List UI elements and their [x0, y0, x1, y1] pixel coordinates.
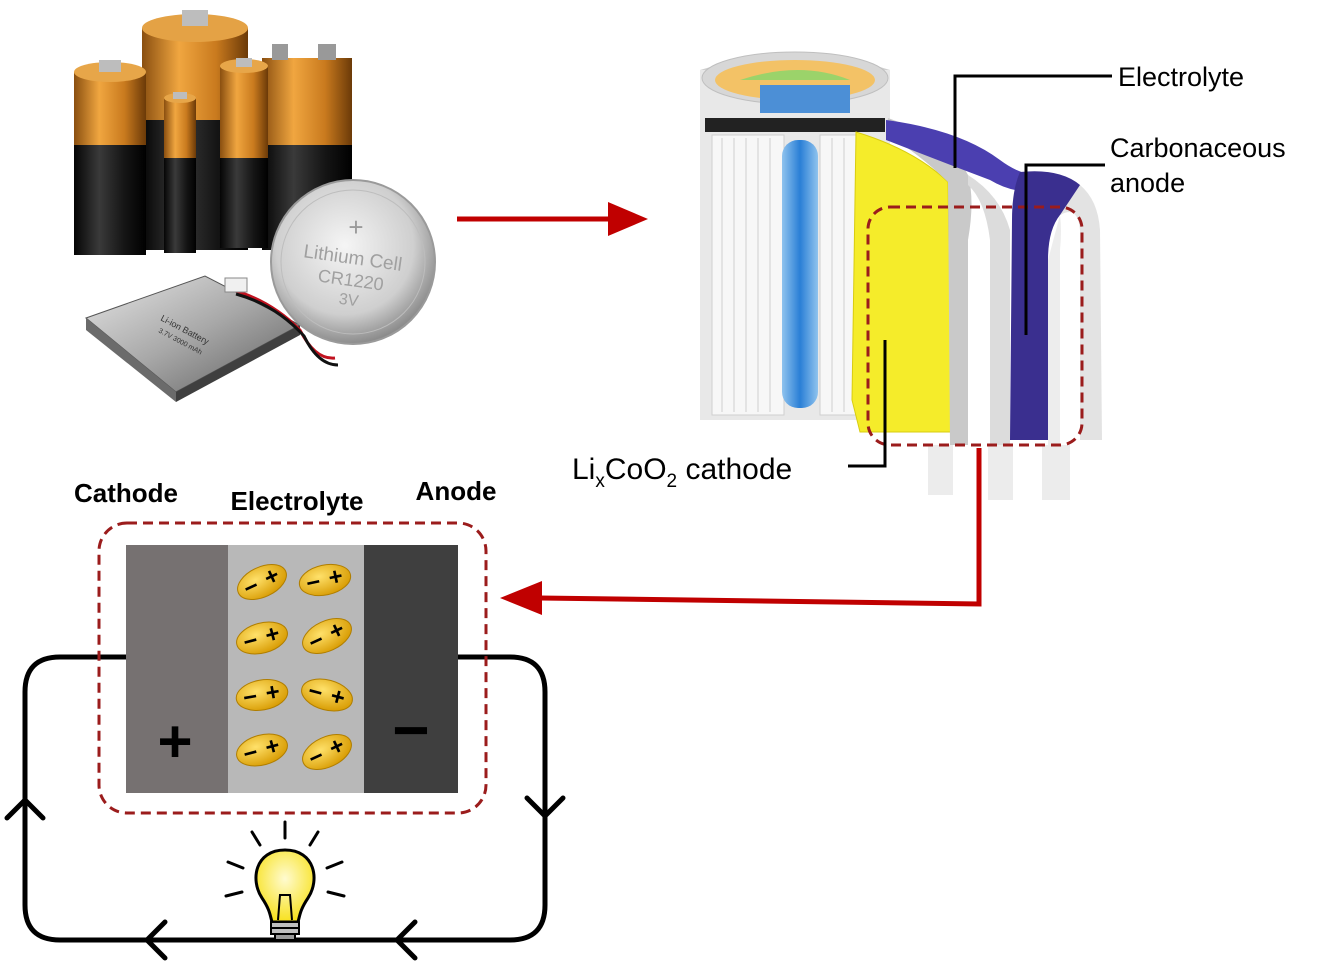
ion-1: −+: [237, 562, 287, 603]
anode-layer: [1010, 171, 1081, 440]
arrow-left-icon: [500, 448, 982, 615]
electrolyte-layer: [886, 120, 1040, 192]
anode-plate: [364, 545, 458, 793]
separator-layer: [886, 118, 972, 445]
label-carbonaceous-line2: anode: [1110, 168, 1185, 198]
cathode-plus-sign: +: [157, 708, 192, 775]
ion-3: −+: [236, 620, 288, 657]
cell-label-anode: Anode: [416, 476, 497, 506]
ion-negative-sign: −: [240, 627, 261, 657]
lightbulb-icon: [224, 820, 346, 941]
ion-positive-sign: +: [264, 678, 282, 707]
li-ion-pouch-battery: Li-ion Battery 3.7V 3000 mAh: [84, 275, 339, 402]
ion-positive-sign: +: [327, 683, 348, 713]
anode-minus-sign: −: [392, 694, 429, 766]
aa-cell-battery: [220, 58, 268, 248]
ion-5: −+: [235, 678, 289, 712]
ion-positive-sign: +: [262, 620, 283, 650]
cutaway-highlight-box: [866, 205, 1084, 447]
circuit-direction-arrow-icon: [4, 795, 566, 961]
label-carbonaceous-line1: Carbonaceous: [1110, 133, 1286, 163]
ion-positive-sign: +: [326, 563, 345, 592]
ion-8: −+: [302, 732, 352, 773]
electrolyte-ions: −+−+−+−+−+−+−+−+: [235, 562, 353, 773]
cell-label-cathode: Cathode: [74, 478, 178, 508]
separator-rolls: [711, 134, 857, 416]
ion-negative-sign: −: [304, 568, 323, 597]
ion-7: −+: [236, 732, 288, 769]
label-cathode-formula: LixCoO2 cathode: [572, 453, 792, 492]
ion-negative-sign: −: [305, 678, 326, 708]
label-electrolyte-top: Electrolyte: [1118, 62, 1244, 92]
aaa-cell-battery: [164, 92, 196, 253]
ion-2: −+: [298, 563, 352, 598]
cylindrical-cell-cutaway: [700, 51, 1102, 500]
coin-plus-sign: +: [348, 212, 363, 242]
arrow-right-icon: [457, 202, 648, 236]
ion-4: −+: [302, 616, 352, 657]
coin-cell-battery: + Lithium Cell CR1220 3V: [270, 179, 436, 345]
c-cell-battery: [74, 60, 146, 255]
ion-6: −+: [301, 678, 353, 713]
cathode-plate: [126, 545, 228, 793]
battery-types-illustration: Li-ion Battery 3.7V 3000 mAh + Lithium C…: [74, 10, 436, 402]
ion-negative-sign: −: [241, 683, 259, 712]
coin-label-line3: 3V: [338, 291, 360, 311]
schematic-highlight-box: [97, 521, 488, 815]
ion-positive-sign: +: [262, 732, 283, 762]
callout-lines: [848, 74, 1112, 468]
ion-negative-sign: −: [240, 739, 261, 769]
cell-label-electrolyte: Electrolyte: [231, 486, 364, 516]
